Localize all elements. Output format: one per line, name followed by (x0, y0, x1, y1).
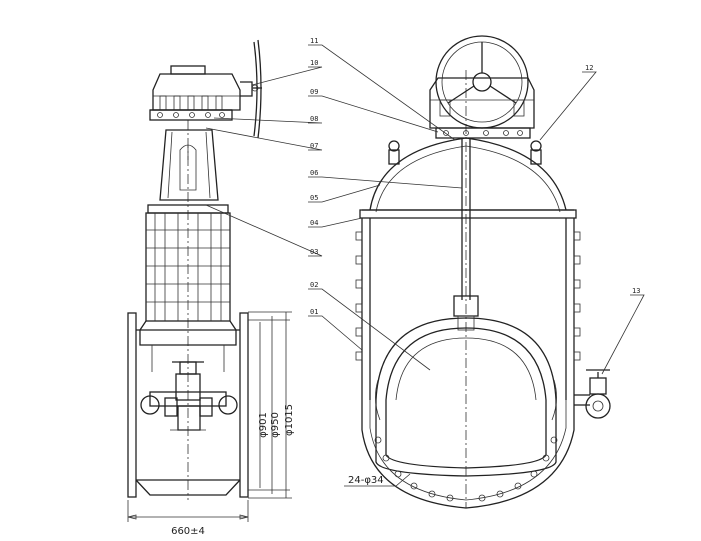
side-bypass (140, 361, 238, 431)
callout-10: 10 (310, 59, 318, 67)
diameter-950: φ950 (270, 412, 281, 438)
side-handwheel (251, 39, 262, 139)
front-body (355, 218, 581, 400)
front-dome (359, 137, 577, 219)
front-lifting-lugs (388, 140, 542, 165)
front-gearbox (429, 77, 535, 139)
side-gearbox (149, 65, 253, 121)
front-stem (453, 138, 479, 331)
side-yoke (159, 129, 219, 201)
callout-05: 05 (310, 194, 318, 202)
width-dimension: 660±4 (171, 526, 205, 537)
front-gate (375, 317, 557, 477)
dimension-labels: 660±4 φ901 φ950 φ1015 24-φ34 (171, 404, 384, 537)
callout-08: 08 (310, 115, 318, 123)
callout-11: 11 (310, 37, 318, 45)
callout-07: 07 (310, 142, 318, 150)
front-bottom-flange (361, 400, 575, 509)
front-bypass-valve (574, 369, 611, 419)
callout-09: 09 (310, 88, 318, 96)
front-view (355, 35, 611, 509)
side-body (139, 204, 237, 346)
side-view (127, 39, 292, 522)
side-dimensions (127, 311, 292, 522)
callout-03: 03 (310, 248, 318, 256)
diameter-901: φ901 (258, 412, 269, 438)
leader-lines (205, 44, 645, 487)
callout-labels: 11 10 09 08 07 06 05 04 03 02 01 12 13 (310, 37, 640, 316)
side-flange-body (127, 312, 249, 498)
callout-02: 02 (310, 281, 318, 289)
callout-12: 12 (585, 64, 593, 72)
bolt-hole-spec: 24-φ34 (348, 475, 384, 486)
callout-13: 13 (632, 287, 640, 295)
callout-04: 04 (310, 219, 318, 227)
callout-01: 01 (310, 308, 318, 316)
diameter-1015: φ1015 (284, 404, 295, 436)
callout-06: 06 (310, 169, 318, 177)
